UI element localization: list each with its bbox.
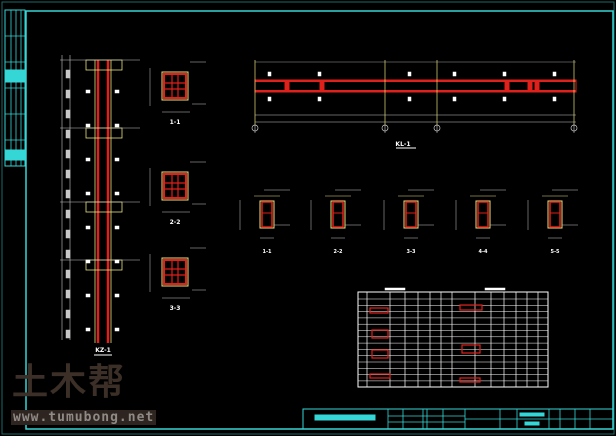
watermark-url: www.tumubong.net: [11, 410, 157, 425]
rebar-mark: [267, 71, 272, 77]
beam-hoop: [504, 80, 510, 92]
beam-section-rebar: [477, 201, 489, 228]
rebar-schedule-table: [357, 291, 549, 388]
drawing-number-text: [524, 421, 540, 426]
rebar-mark: [407, 96, 412, 102]
dimension-text: [65, 149, 71, 159]
beam-hoop: [284, 80, 290, 92]
watermark-logo: 土木帮: [12, 362, 127, 403]
beam-stub: [85, 59, 123, 71]
table-title-text: [484, 287, 506, 291]
dimension-text: [65, 269, 71, 279]
beam-section-outline: [259, 200, 275, 229]
stirrup-mark: [114, 293, 120, 298]
beam-hoop: [527, 80, 533, 92]
column-section-label: 3-3: [170, 305, 181, 312]
dimension-text: [65, 69, 71, 79]
beam-section-rebar: [332, 201, 344, 228]
beam-hoop: [319, 80, 325, 92]
dimension-text: [65, 109, 71, 119]
project-name-text: [519, 412, 545, 417]
column-section-outline: [161, 171, 189, 201]
rebar-shape: [371, 349, 389, 359]
beam-section-label: 5-5: [550, 249, 560, 255]
rebar-mark: [552, 71, 557, 77]
dimension-text: [65, 289, 71, 299]
dimension-text: [65, 249, 71, 259]
stirrup-mark: [114, 259, 120, 264]
axis-bubble: [381, 124, 389, 132]
beam-stub: [85, 201, 123, 213]
beam-section-label: 3-3: [406, 249, 416, 255]
table-title-text: [384, 287, 406, 291]
axis-bubble: [433, 124, 441, 132]
rebar-mark: [502, 96, 507, 102]
stirrup-mark: [85, 225, 91, 230]
dimension-text: [65, 89, 71, 99]
beam-hoop: [534, 80, 540, 92]
column-section-rebar: [163, 73, 187, 99]
axis-bubble: [251, 124, 259, 132]
rebar-shape: [369, 307, 389, 314]
rebar-mark: [407, 71, 412, 77]
stirrup-mark: [85, 259, 91, 264]
stirrup-mark: [114, 225, 120, 230]
rebar-shape: [461, 344, 481, 354]
rebar-mark: [452, 96, 457, 102]
stirrup-mark: [114, 157, 120, 162]
beam-section-outline: [330, 200, 346, 229]
stirrup-mark: [114, 89, 120, 94]
rebar-shape: [371, 329, 389, 339]
stirrup-mark: [85, 123, 91, 128]
dimension-text: [65, 309, 71, 319]
stirrup-mark: [85, 293, 91, 298]
dimension-text: [65, 169, 71, 179]
rebar-mark: [317, 96, 322, 102]
stirrup-mark: [114, 327, 120, 332]
beam-section-rebar: [549, 201, 561, 228]
binding-strip-text: [5, 149, 25, 161]
column-section-label: 2-2: [170, 219, 181, 226]
rebar-shape: [369, 373, 391, 379]
rebar-mark: [452, 71, 457, 77]
stirrup-mark: [85, 89, 91, 94]
dimension-text: [65, 229, 71, 239]
rebar-mark: [317, 71, 322, 77]
beam-label: KL-1: [395, 141, 410, 148]
beam-section-outline: [475, 200, 491, 229]
beam-section-outline: [403, 200, 419, 229]
beam-section-rebar: [261, 201, 273, 228]
dimension-text: [65, 209, 71, 219]
drawing-title-text: [314, 414, 376, 421]
beam-section-label: 2-2: [333, 249, 343, 255]
rebar-shape: [459, 377, 481, 383]
beam-section-label: 1-1: [262, 249, 272, 255]
stirrup-mark: [85, 191, 91, 196]
beam-stub: [85, 127, 123, 139]
stirrup-mark: [114, 191, 120, 196]
stirrup-mark: [85, 327, 91, 332]
column-section-outline: [161, 71, 189, 101]
axis-bubble: [570, 124, 578, 132]
stirrup-mark: [85, 157, 91, 162]
dimension-text: [65, 189, 71, 199]
dimension-text: [65, 129, 71, 139]
column-label: KZ-1: [95, 347, 111, 354]
stirrup-mark: [114, 123, 120, 128]
beam-section-outline: [547, 200, 563, 229]
beam-section-label: 4-4: [478, 249, 488, 255]
column-section-outline: [161, 257, 189, 287]
rebar-mark: [267, 96, 272, 102]
dimension-text: [65, 329, 71, 339]
column-section-label: 1-1: [170, 119, 181, 126]
column-section-rebar: [163, 259, 187, 285]
rebar-shape: [459, 304, 483, 311]
rebar-mark: [552, 96, 557, 102]
rebar-mark: [502, 71, 507, 77]
binding-strip-text: [5, 69, 25, 83]
beam-section-rebar: [405, 201, 417, 228]
column-section-rebar: [163, 173, 187, 199]
